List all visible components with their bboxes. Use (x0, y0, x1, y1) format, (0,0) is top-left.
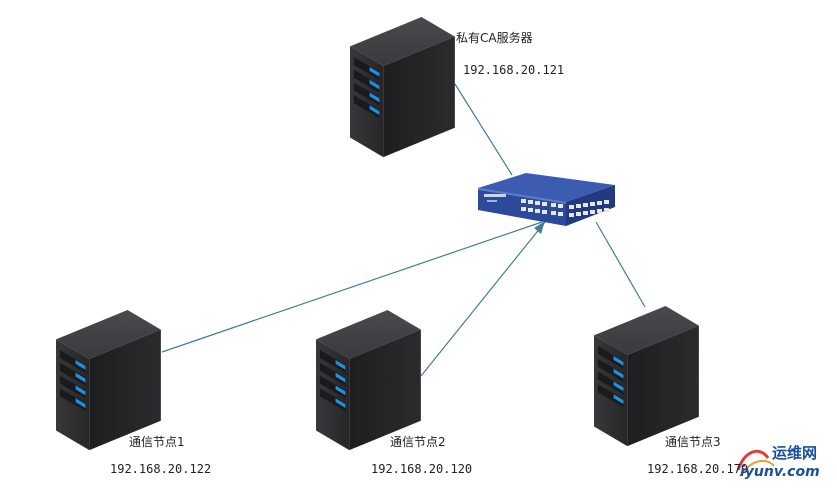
node1-name: 通信节点1 (129, 435, 185, 449)
node1-ip: 192.168.20.122 (110, 462, 212, 476)
link-node1-to-switch (161, 221, 543, 353)
node2-server-icon (316, 310, 421, 451)
network-switch-icon (478, 173, 615, 226)
link-ca-to-switch (454, 83, 513, 176)
watermark-logo-icon (736, 449, 775, 477)
node1-server-icon (56, 310, 161, 451)
ca-server-icon (350, 17, 455, 158)
watermark-site-name: 运维网 (772, 444, 818, 462)
node2-ip: 192.168.20.120 (371, 462, 473, 476)
node3-name: 通信节点3 (665, 435, 721, 449)
node3-ip: 192.168.20.179 (647, 462, 749, 476)
ca-server-name: 私有CA服务器 (456, 31, 533, 45)
watermark: 运维网 iyunv.com (732, 442, 834, 490)
node2-name: 通信节点2 (390, 435, 446, 449)
link-node2-to-switch (420, 221, 546, 377)
arrowhead-node2 (534, 221, 545, 234)
link-node3-to-switch (595, 221, 646, 308)
watermark-domain: iyunv.com (740, 464, 820, 480)
node3-server-icon (594, 306, 699, 447)
ca-server-ip: 192.168.20.121 (463, 63, 565, 77)
